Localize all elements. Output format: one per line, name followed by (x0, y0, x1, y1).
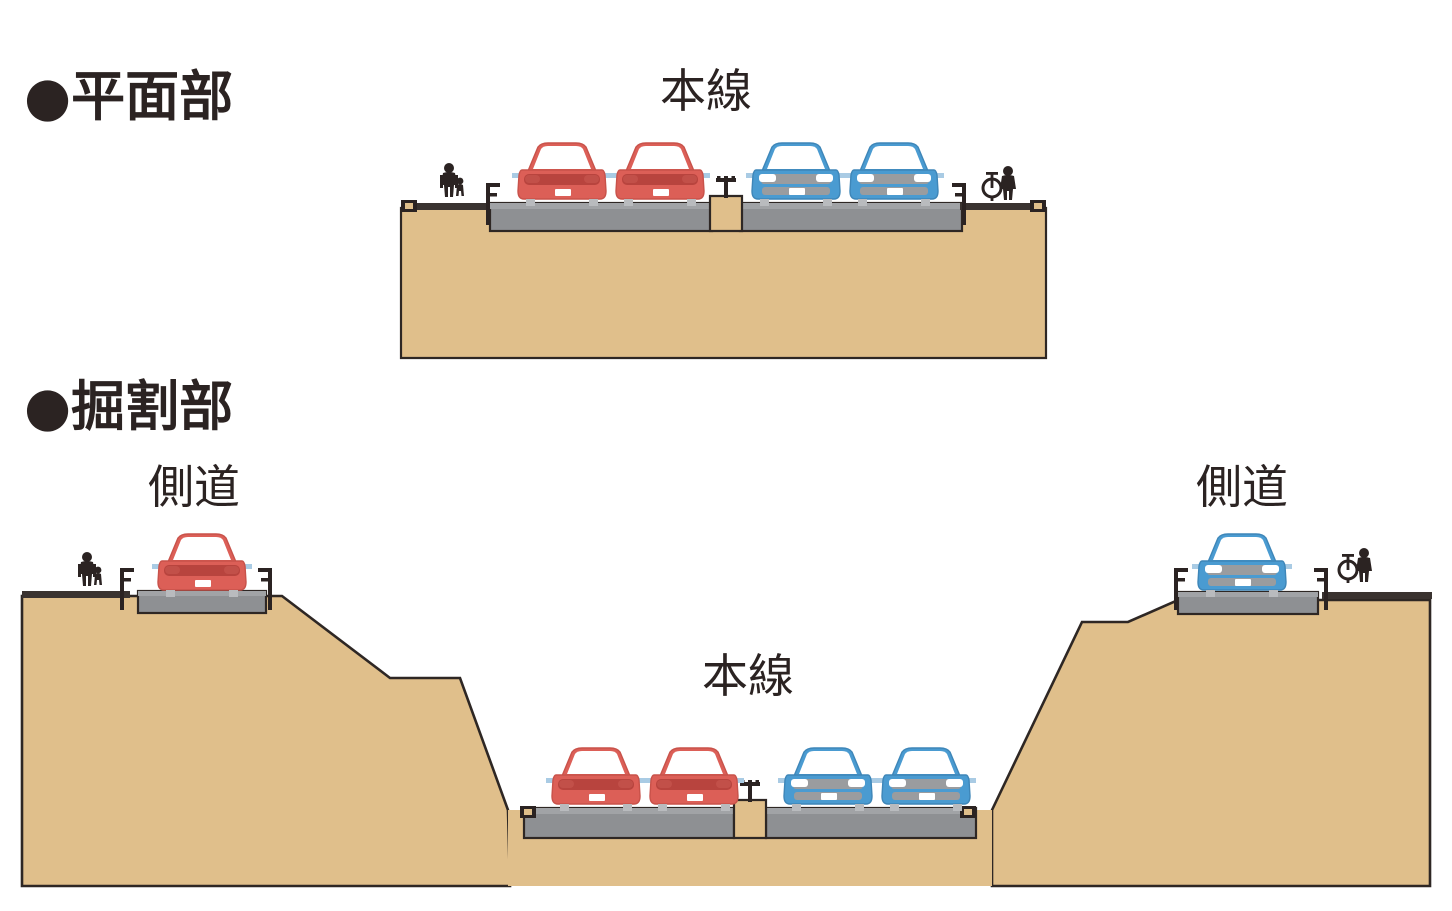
mainline-surface-right-flat (740, 203, 962, 209)
sidewalk-right-sideroad (1322, 592, 1432, 599)
sideroad-surface-right (1178, 592, 1318, 597)
mainline-surface-left-flat (490, 203, 712, 209)
label-sideroad-right: 側道 (1196, 460, 1288, 514)
earth-mass-left-cut (20, 594, 512, 888)
curb-cap-right-cut (960, 806, 976, 818)
sidewalk-left-flat (401, 203, 493, 210)
sideroad-surface-left (138, 591, 266, 596)
sidewalk-right-flat (960, 203, 1046, 210)
center-median-flat (708, 194, 744, 233)
label-mainline-cut: 本線 (702, 649, 794, 703)
heading-cut-section: ●掘割部 (24, 375, 233, 438)
center-median-cut (732, 798, 768, 840)
curb-cap-left-cut (520, 806, 536, 818)
curb-cap-left-flat (401, 200, 417, 212)
label-mainline-flat: 本線 (660, 64, 752, 118)
mainline-surface-right-cut (766, 808, 976, 814)
label-sideroad-left: 側道 (148, 460, 240, 514)
heading-flat-section: ●平面部 (24, 65, 233, 128)
section-cut (20, 533, 1432, 888)
curb-cap-right-flat (1030, 200, 1046, 212)
section-flat (399, 142, 1048, 360)
sidewalk-left-sideroad (22, 591, 130, 598)
